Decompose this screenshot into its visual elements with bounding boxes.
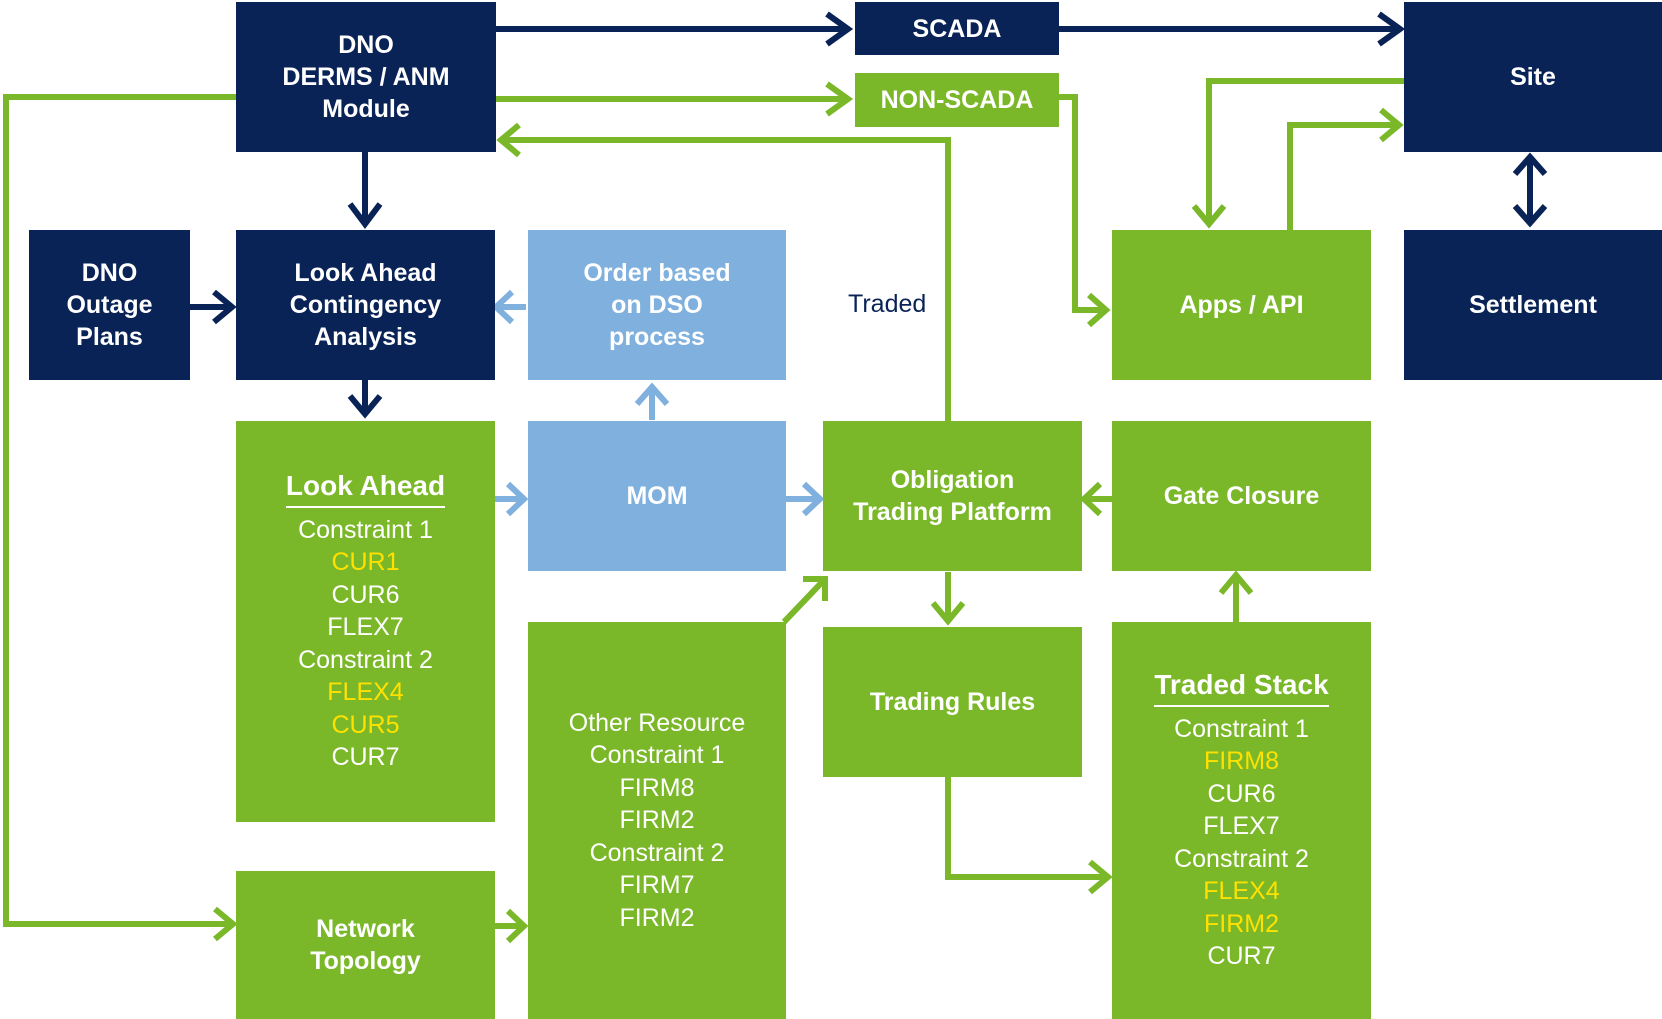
arrow-topology-to-other-head	[505, 908, 529, 944]
network-topology-node: Network Topology	[236, 871, 495, 1019]
arrow-mom-to-order-head	[634, 382, 670, 406]
arrow-obligation-traded-to-derms-head	[496, 122, 521, 158]
arrow-other-to-obligation	[781, 576, 828, 625]
node-label-line: Trading Rules	[869, 688, 1036, 716]
node-label-line: Apps / API	[1179, 291, 1304, 319]
node-label-line: MOM	[626, 482, 688, 510]
look-ahead-list-node: Look Ahead Constraint 1 CUR1 CUR6 FLEX7 …	[236, 421, 495, 822]
list-item: FIRM8	[1204, 747, 1279, 775]
traded-stack-heading: Traded Stack	[1154, 669, 1329, 707]
node-label-line: DERMS / ANM	[282, 63, 450, 91]
arrow-analysis-to-look-ahead-head	[347, 394, 383, 419]
node-label-line: Analysis	[314, 323, 417, 351]
arrow-site-to-apps-head	[1191, 204, 1227, 229]
list-item: FLEX4	[327, 678, 404, 706]
list-item: FIRM7	[619, 871, 695, 900]
list-item: FLEX4	[1203, 877, 1280, 905]
node-label-line: process	[609, 323, 705, 351]
arrow-site-settlement-head-down	[1512, 204, 1548, 228]
arrow-apps-to-site-head	[1379, 107, 1404, 143]
traded-stack-list-node: Traded Stack Constraint 1 FIRM8 CUR6 FLE…	[1112, 622, 1371, 1019]
apps-api-node: Apps / API	[1112, 230, 1371, 380]
arrow-rules-to-stack	[945, 777, 1108, 880]
node-label-line: on DSO	[611, 291, 703, 319]
obligation-trading-platform-node: Obligation Trading Platform	[823, 421, 1082, 571]
look-ahead-heading: Look Ahead	[285, 470, 446, 508]
arrow-site-settlement-head-up	[1512, 152, 1548, 176]
list-item: CUR1	[331, 548, 400, 576]
list-item: FLEX7	[1203, 812, 1280, 840]
mom-node: MOM	[528, 421, 786, 571]
gate-closure-node: Gate Closure	[1112, 421, 1371, 571]
list-item: CUR5	[331, 710, 400, 739]
settlement-node: Settlement	[1404, 230, 1662, 380]
list-item: Other Resource	[568, 708, 746, 737]
arrow-rules-to-stack-head	[1088, 859, 1113, 895]
traded-label: Traded	[848, 290, 927, 318]
list-item: CUR7	[331, 743, 400, 771]
node-label-line: DNO	[338, 31, 394, 59]
arrow-scada-to-site-head	[1377, 11, 1406, 47]
scada-node: SCADA	[855, 2, 1059, 55]
arrow-obligation-to-rules-head	[930, 601, 966, 626]
list-item: FIRM2	[619, 903, 695, 932]
node-label-line: Outage	[66, 291, 153, 319]
arrow-stack-to-gate-head	[1218, 570, 1254, 595]
arrow-derms-to-network-topology-head	[213, 906, 238, 942]
arrow-apps-to-site	[1287, 122, 1399, 230]
list-item: Constraint 1	[1174, 714, 1309, 743]
dno-outage-plans-node: DNO Outage Plans	[29, 230, 190, 380]
arrow-outage-to-analysis-head	[212, 289, 237, 325]
node-label-line: Look Ahead	[294, 259, 437, 287]
arrow-non-scada-to-apps	[1057, 94, 1106, 313]
arrow-mom-to-obligation-head	[801, 481, 825, 517]
node-label-line: Settlement	[1469, 291, 1597, 319]
node-label-line: Trading Platform	[853, 498, 1052, 526]
node-label-line: Topology	[310, 947, 421, 975]
list-item: Constraint 2	[589, 838, 725, 867]
arrow-derms-to-network-topology	[3, 94, 236, 927]
arrow-look-ahead-to-mom-head	[505, 481, 529, 517]
node-label-line: DNO	[81, 259, 138, 287]
list-item: CUR6	[1207, 779, 1276, 808]
list-item: CUR6	[331, 580, 400, 609]
node-label-line: Plans	[76, 323, 143, 351]
arrow-derms-to-non-scada-head	[825, 81, 854, 117]
node-label-line: NON-SCADA	[880, 86, 1034, 114]
list-item: Constraint 1	[298, 515, 433, 544]
list-item: FIRM2	[1204, 909, 1279, 938]
site-node: Site	[1404, 2, 1662, 152]
node-label-line: Gate Closure	[1163, 482, 1320, 510]
look-ahead-contingency-analysis-node: Look Ahead Contingency Analysis	[236, 230, 495, 380]
list-item: Constraint 1	[589, 741, 725, 770]
other-resource-list-node: Other Resource Constraint 1 FIRM8 FIRM2 …	[528, 622, 786, 1019]
dno-derms-anm-module-node: DNO DERMS / ANM Module	[236, 2, 496, 152]
node-label-line: Obligation	[890, 466, 1015, 494]
node-label-line: Contingency	[289, 291, 442, 319]
trading-rules-node: Trading Rules	[823, 627, 1082, 777]
node-label-line: SCADA	[912, 14, 1002, 43]
arrow-derms-to-look-ahead-analysis-head	[347, 202, 383, 229]
list-item: Constraint 2	[298, 645, 433, 674]
list-item: FLEX7	[327, 613, 404, 641]
order-based-dso-process-node: Order based on DSO process	[528, 230, 786, 380]
node-label-line: Module	[322, 95, 410, 123]
arrow-order-to-analysis-head	[491, 289, 515, 325]
arrow-derms-to-scada-head	[825, 11, 854, 47]
list-item: FIRM8	[619, 773, 695, 802]
arrow-obligation-traded-to-derms	[501, 137, 951, 421]
arrow-gate-to-obligation-head	[1079, 481, 1103, 517]
arrow-site-to-apps	[1206, 78, 1404, 224]
arrow-other-to-obligation-head	[803, 576, 828, 601]
arrow-non-scada-to-apps-head	[1087, 292, 1111, 328]
non-scada-node: NON-SCADA	[855, 73, 1059, 127]
list-item: FIRM2	[619, 806, 695, 835]
node-label-line: Site	[1510, 63, 1556, 91]
list-item: CUR7	[1207, 942, 1276, 970]
node-label-line: Order based	[583, 259, 731, 287]
list-item: Constraint 2	[1174, 844, 1309, 873]
node-label-line: Network	[316, 915, 415, 943]
